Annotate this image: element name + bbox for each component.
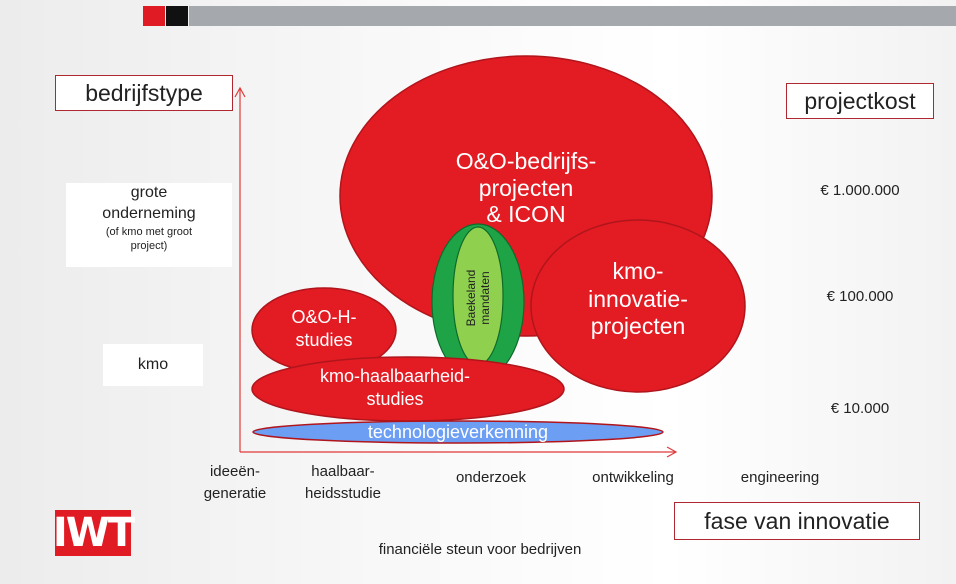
bubble-kmo-innovatie-text: kmo- innovatie- projecten: [558, 258, 718, 341]
bubble-oo-line2: projecten: [478, 174, 574, 201]
cost-10000: € 10.000: [830, 400, 890, 417]
baekeland-line2: mandaten: [478, 271, 492, 325]
company-type-large: grote onderneming (of kmo met groot proj…: [66, 183, 232, 267]
bubble-ooh-line1: O&O-H-: [291, 307, 357, 327]
bubble-technologieverkenning: [252, 420, 664, 444]
phase-ideeengeneratie-line1: ideeën-: [209, 463, 261, 480]
phase-onderzoek: onderzoek: [455, 469, 527, 486]
baekeland-line1: Baekeland: [464, 269, 478, 327]
banner-red-square: [143, 6, 165, 26]
company-type-large-note-line1: (of kmo met groot: [105, 225, 193, 238]
footer-caption: financiële steun voor bedrijven: [378, 541, 582, 558]
bubble-kmo-innov-line2: innovatie-: [588, 285, 688, 312]
company-type-large-line1: grote: [130, 184, 168, 201]
company-type-sme: kmo: [103, 344, 203, 386]
top-banner-bar: [189, 6, 956, 26]
bubble-kmo-innov-line1: kmo-: [612, 258, 664, 284]
banner-black-square: [166, 6, 188, 26]
phase-ontwikkeling: ontwikkeling: [592, 469, 674, 486]
cost-title: projectkost: [786, 83, 934, 119]
bubble-kmo-innovatieprojecten: [530, 219, 746, 393]
phase-haalbaarheidsstudie-line1: haalbaar-: [311, 463, 375, 480]
bubble-kmo-innov-line3: projecten: [590, 313, 686, 340]
bubble-oo-text: O&O-bedrijfs- projecten & ICON: [416, 148, 636, 228]
bubble-ooh-line2: studies: [295, 330, 353, 351]
company-type-large-line2: onderneming: [102, 204, 196, 222]
iwt-logo: IWT: [52, 510, 135, 556]
phase-engineering: engineering: [740, 469, 820, 486]
bubble-tech-text: technologieverkenning: [367, 422, 549, 442]
company-type-large-note-line2: project): [130, 240, 168, 253]
bubble-oo-line3: & ICON: [486, 201, 566, 228]
phase-haalbaarheidsstudie-line2: heidsstudie: [305, 484, 381, 502]
x-axis-title: fase van innovatie: [674, 502, 920, 540]
cost-1000000: € 1.000.000: [820, 182, 900, 199]
bubble-kmo-haalb-line1: kmo-haalbaarheid-: [319, 366, 471, 386]
phase-ideeengeneratie: ideeën- generatie: [185, 461, 285, 505]
cost-100000: € 100.000: [826, 288, 894, 305]
phase-ideeengeneratie-line2: generatie: [203, 484, 267, 502]
bubble-ooh-text: O&O-H- studies: [266, 306, 382, 353]
bubble-kmo-haalb-line2: studies: [366, 389, 424, 410]
bubble-kmo-haalbaarheid-text: kmo-haalbaarheid- studies: [290, 365, 500, 412]
bubble-baekeland-text: Baekeland mandaten: [464, 223, 492, 373]
bubble-oo-line1: O&O-bedrijfs-: [455, 148, 597, 174]
phase-haalbaarheidsstudie: haalbaar- heidsstudie: [288, 461, 398, 505]
y-axis-title: bedrijfstype: [55, 75, 233, 111]
